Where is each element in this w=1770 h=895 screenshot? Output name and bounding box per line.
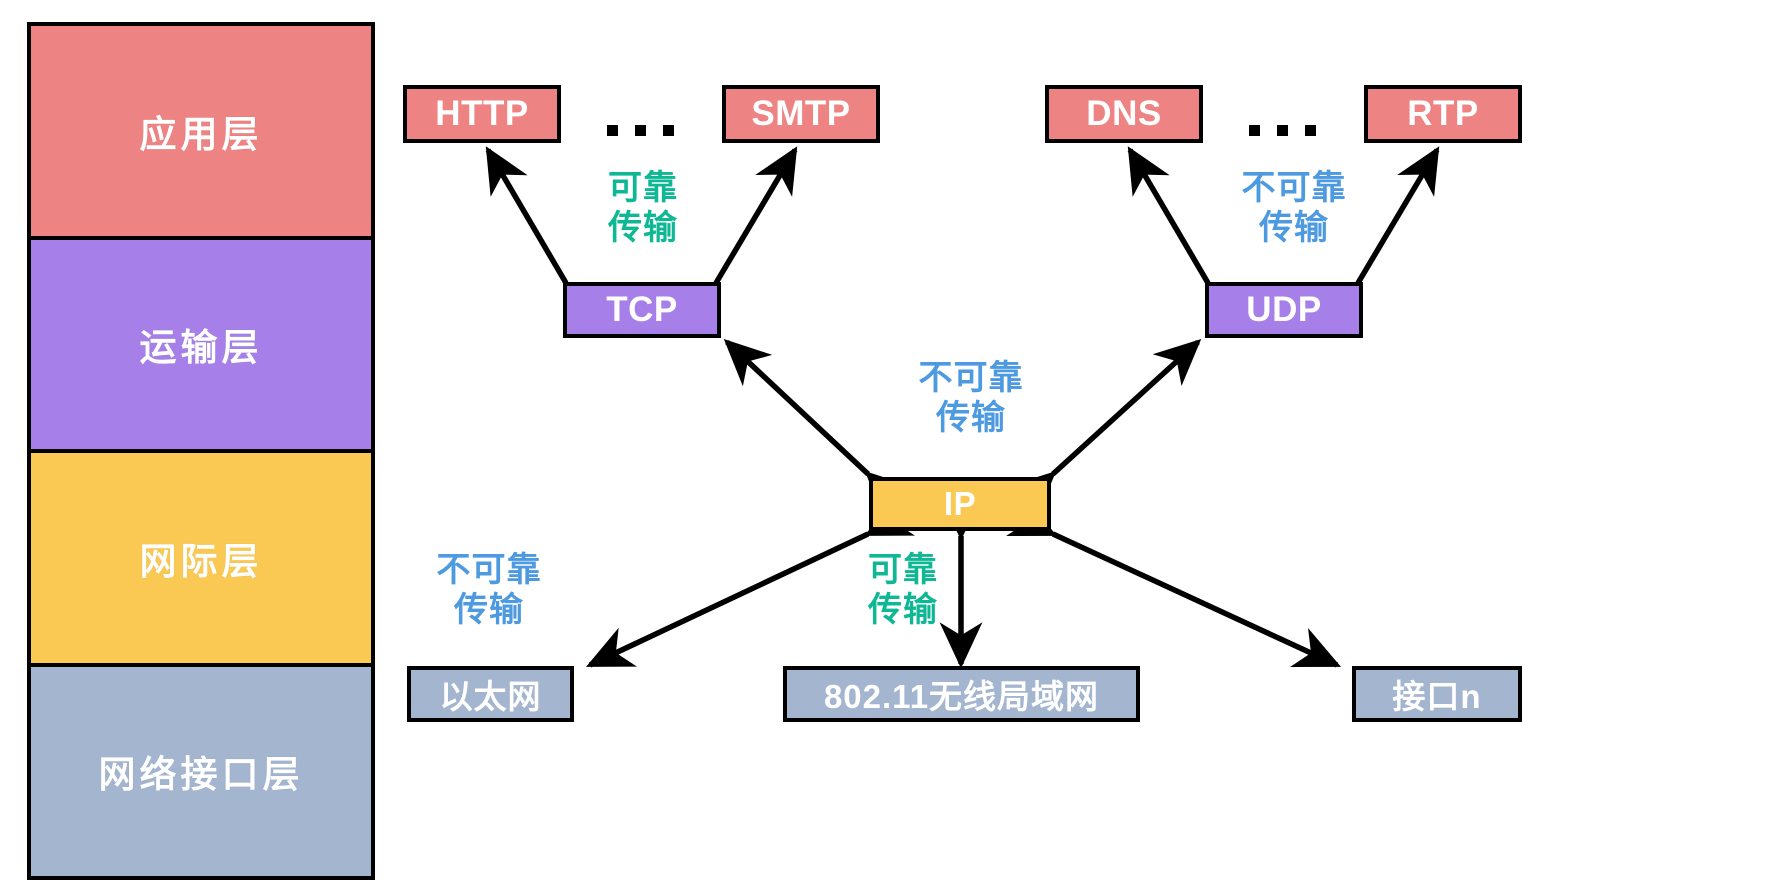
annotation-wlan-reliable: 可靠 传输 (868, 551, 938, 630)
node-interface-n-label: 接口n (1392, 678, 1482, 715)
arrow-ip-udp (1007, 339, 1202, 519)
node-ip[interactable]: IP (869, 477, 1051, 531)
ellipsis-dot (663, 125, 674, 136)
node-udp[interactable]: UDP (1205, 282, 1363, 338)
node-wlan[interactable]: 802.11无线局域网 (783, 666, 1140, 722)
node-smtp-label: SMTP (751, 94, 851, 133)
node-ethernet-label: 以太网 (439, 678, 542, 715)
layer-network-interface: 网络接口层 (31, 666, 371, 876)
layer-application-label: 应用层 (139, 113, 263, 155)
layer-network-interface-label: 网络接口层 (98, 754, 304, 796)
layer-internet: 网际层 (31, 453, 371, 667)
ellipsis-dot (607, 125, 618, 136)
node-dns-label: DNS (1086, 94, 1162, 133)
node-rtp-label: RTP (1407, 94, 1479, 133)
annotation-ethernet-unreliable: 不可靠 传输 (436, 551, 542, 630)
layer-transport: 运输层 (31, 239, 371, 453)
node-wlan-label: 802.11无线局域网 (823, 678, 1100, 715)
ellipsis-dot (1249, 125, 1260, 136)
arrow-ip-ifn (1006, 497, 1341, 668)
node-ip-label: IP (943, 485, 977, 522)
ellipsis-dot (1305, 125, 1316, 136)
ellipsis-dot (1277, 125, 1288, 136)
node-tcp-label: TCP (606, 290, 678, 329)
layer-transport-label: 运输层 (139, 327, 263, 369)
layer-application: 应用层 (31, 26, 371, 240)
arrow-udp-dns (1127, 146, 1248, 330)
ellipsis-dot (635, 125, 646, 136)
node-ethernet[interactable]: 以太网 (407, 666, 574, 722)
node-udp-label: UDP (1246, 290, 1322, 329)
annotation-ip-unreliable: 不可靠 传输 (918, 359, 1024, 438)
arrow-ip-ethernet (586, 496, 915, 668)
node-tcp[interactable]: TCP (563, 282, 721, 338)
node-dns[interactable]: DNS (1045, 85, 1203, 143)
node-http[interactable]: HTTP (403, 85, 561, 143)
arrow-ip-tcp (723, 338, 914, 519)
ellipsis-right (1249, 125, 1316, 136)
arrow-tcp-http (485, 146, 606, 330)
node-smtp[interactable]: SMTP (722, 85, 880, 143)
layer-internet-label: 网际层 (139, 540, 263, 582)
node-interface-n[interactable]: 接口n (1352, 666, 1522, 722)
arrow-tcp-smtp (676, 146, 798, 330)
annotation-udp-unreliable: 不可靠 传输 (1241, 169, 1347, 248)
node-http-label: HTTP (435, 94, 529, 133)
annotation-tcp-reliable: 可靠 传输 (608, 169, 678, 248)
node-rtp[interactable]: RTP (1364, 85, 1522, 143)
ellipsis-left (607, 125, 674, 136)
protocol-layer-stack: 应用层 运输层 网际层 网络接口层 (27, 22, 375, 880)
